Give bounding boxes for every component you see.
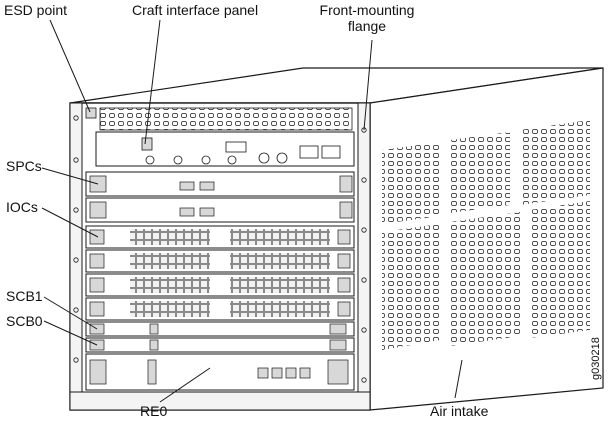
re0-card	[85, 353, 355, 391]
side-vent-mid	[450, 132, 510, 213]
scb1-card	[85, 321, 355, 337]
label-air-intake: Air intake	[430, 403, 489, 419]
ioc-cards	[85, 225, 355, 321]
leader-re0	[159, 367, 211, 403]
spc-card-2	[85, 197, 355, 223]
label-front-mounting-flange-line1: Front-mounting	[319, 2, 415, 18]
label-esd-point: ESD point	[4, 2, 68, 18]
scb0-card	[85, 337, 355, 353]
label-scb1: SCB1	[6, 288, 43, 304]
side-vent-low3	[530, 201, 590, 338]
side-vent-low1	[382, 224, 440, 350]
label-craft-interface-panel: Craft interface panel	[132, 2, 259, 18]
spc-card-1	[85, 171, 355, 197]
leader-spcs	[41, 167, 99, 185]
top-vent	[99, 107, 353, 131]
right-flange	[357, 102, 371, 411]
side-vent-upper	[382, 142, 440, 224]
leader-scb0	[43, 320, 98, 346]
side-vent-right	[520, 120, 590, 205]
leader-esd	[49, 19, 91, 113]
side-vent-low2	[450, 212, 520, 346]
label-scb0: SCB0	[6, 313, 43, 329]
left-flange	[69, 102, 83, 411]
label-front-mounting-flange-line2: flange	[347, 18, 387, 34]
craft-interface	[95, 131, 355, 167]
chassis-base	[69, 391, 371, 411]
leader-craft	[144, 19, 161, 145]
leader-air	[454, 359, 463, 399]
figure-id: g030218	[590, 337, 602, 380]
leader-flange	[363, 39, 373, 131]
label-spcs: SPCs	[6, 158, 42, 174]
leader-scb1	[43, 296, 98, 330]
leader-iocs	[41, 207, 99, 238]
label-iocs: IOCs	[6, 199, 38, 215]
label-re0: RE0	[140, 403, 168, 419]
esd-jack	[85, 107, 97, 119]
